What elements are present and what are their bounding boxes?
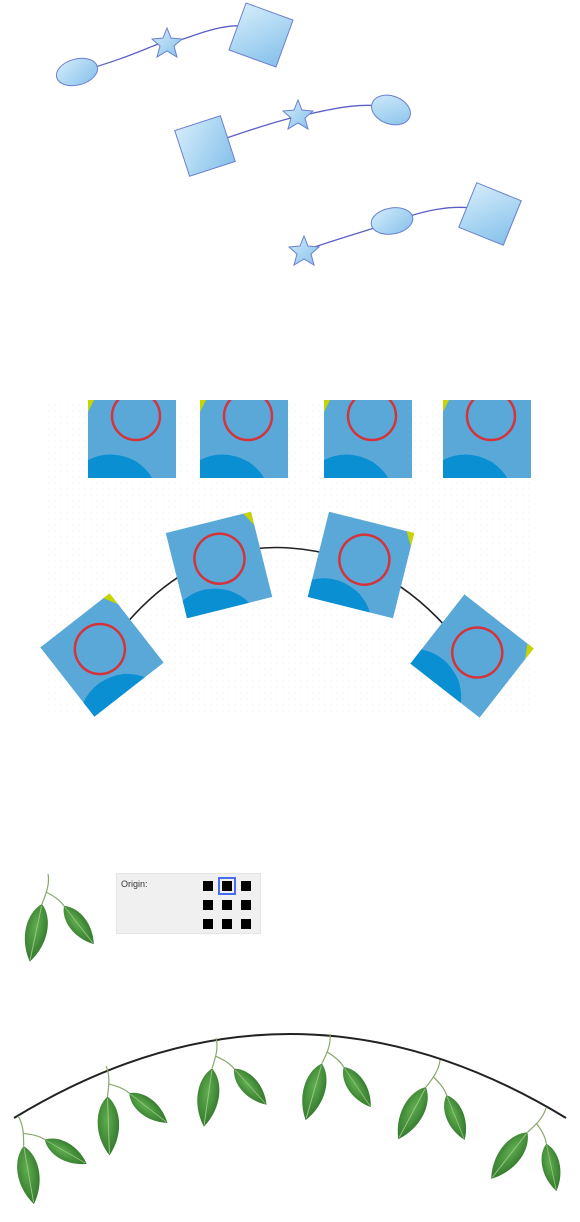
origin-point-middle-left[interactable] bbox=[203, 900, 213, 910]
leaf-sprig-1 bbox=[0, 1096, 101, 1210]
star-shape bbox=[289, 236, 319, 265]
leaf-sprig-sample bbox=[19, 874, 100, 964]
origin-point-middle-right[interactable] bbox=[241, 900, 251, 910]
origin-picker-panel: Origin: bbox=[116, 873, 261, 934]
origin-point-bottom-center[interactable] bbox=[222, 919, 232, 929]
curve-path bbox=[14, 1034, 566, 1118]
origin-point-top-right[interactable] bbox=[241, 881, 251, 891]
ellipse-shape bbox=[369, 205, 415, 238]
ellipse-shape bbox=[53, 54, 100, 90]
origin-point-bottom-left[interactable] bbox=[203, 919, 213, 929]
ellipse-shape bbox=[367, 90, 414, 130]
blend-group-1 bbox=[53, 3, 293, 90]
origin-label: Origin: bbox=[121, 879, 148, 889]
origin-point-top-center[interactable] bbox=[222, 881, 232, 891]
blend-group-2 bbox=[175, 90, 415, 176]
leaf-sprig-5 bbox=[388, 1052, 491, 1161]
square-shape bbox=[459, 183, 521, 245]
leaf-sprig-6 bbox=[481, 1095, 580, 1211]
blend-along-path-diagram bbox=[0, 0, 580, 290]
star-shape bbox=[283, 100, 313, 129]
star-shape bbox=[152, 28, 182, 57]
leaf-sprig-2 bbox=[78, 1053, 179, 1160]
origin-point-center[interactable] bbox=[222, 900, 232, 910]
blend-group-3 bbox=[289, 183, 521, 265]
tile-top-3 bbox=[324, 392, 412, 478]
leaf-sprig-3 bbox=[187, 1034, 274, 1129]
blend-along-path-svg bbox=[0, 0, 580, 290]
origin-grid bbox=[201, 879, 253, 931]
leaves-along-curve-diagram: Origin: bbox=[0, 860, 580, 1222]
tiles-along-arc-svg bbox=[0, 380, 580, 730]
tiles-along-arc-diagram bbox=[0, 380, 580, 730]
tile-top-2 bbox=[200, 392, 288, 478]
origin-point-bottom-right[interactable] bbox=[241, 919, 251, 929]
square-shape bbox=[175, 116, 235, 176]
leaf-sprig-4 bbox=[295, 1032, 382, 1127]
tile-top-1 bbox=[88, 392, 176, 478]
square-shape bbox=[229, 3, 293, 67]
tile-top-4 bbox=[443, 392, 531, 478]
leaves-along-curve-svg bbox=[0, 860, 580, 1222]
origin-point-top-left[interactable] bbox=[203, 881, 213, 891]
